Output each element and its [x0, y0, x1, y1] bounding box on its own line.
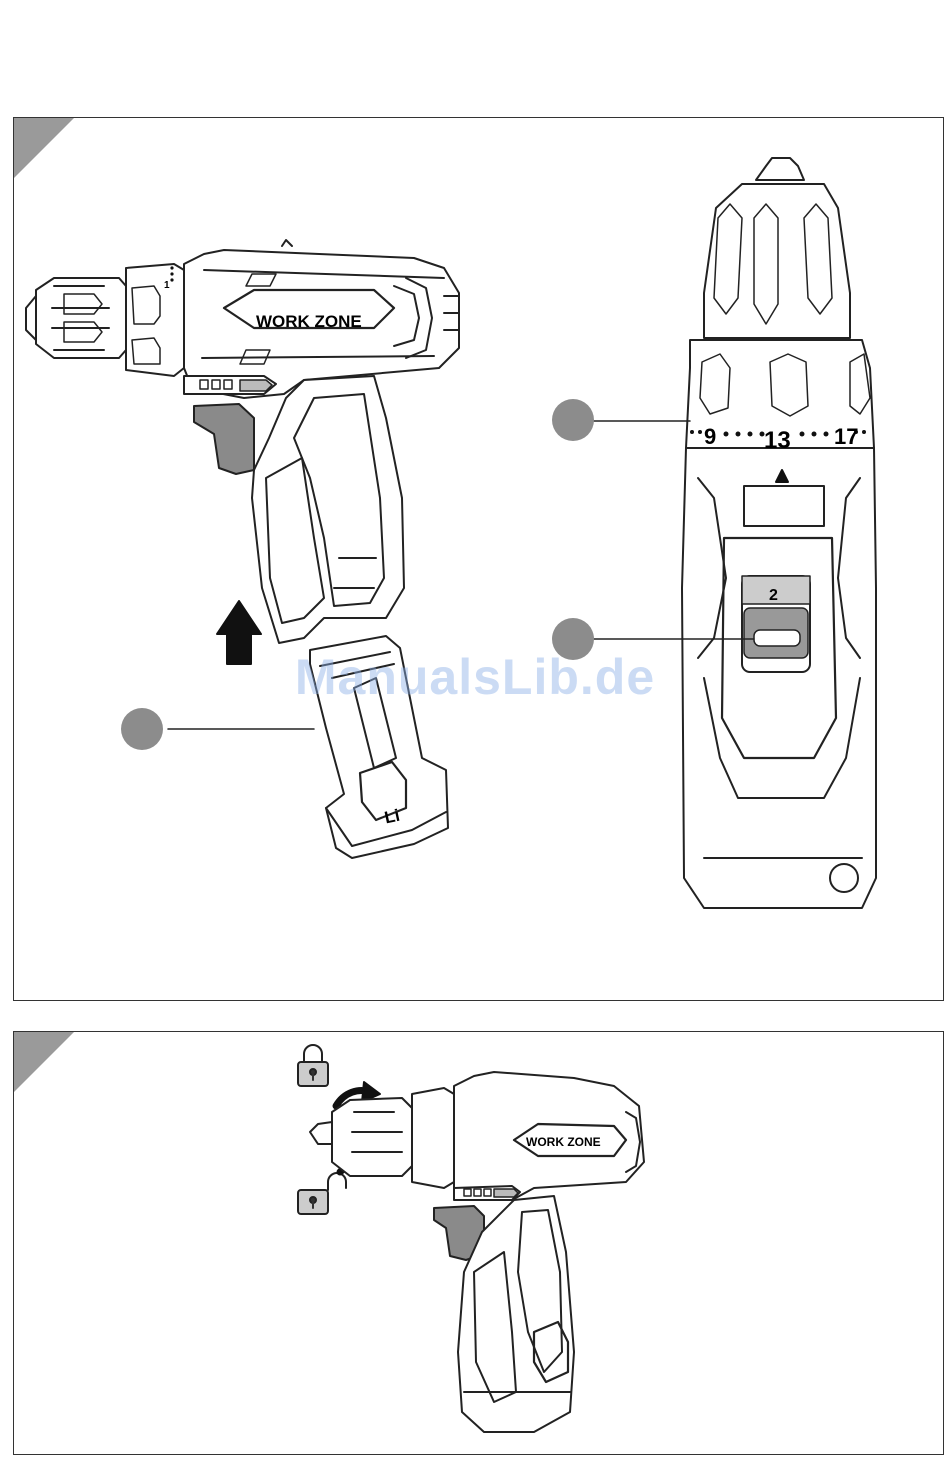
scale-number-9: 9	[704, 424, 716, 449]
callout-marker	[121, 708, 163, 750]
scale-number-17: 17	[834, 424, 858, 449]
figure-panel-top: WORK ZONE Li 9 13 17 2 1	[13, 117, 944, 1001]
gear-number: 2	[769, 587, 778, 604]
drill-chuck	[26, 278, 126, 358]
drill-side-view	[310, 1072, 644, 1432]
brand-label: WORK ZONE	[256, 312, 362, 331]
battery-pack	[310, 636, 448, 858]
lock-icon	[298, 1045, 328, 1086]
insert-arrow-icon	[217, 601, 261, 664]
battery-indicator	[184, 376, 276, 394]
drill-illustration-top: WORK ZONE Li 9 13 17 2 1	[14, 118, 944, 1001]
torque-collar	[126, 264, 184, 376]
callout-marker	[552, 399, 594, 441]
scale-number-13: 13	[764, 427, 791, 454]
figure-panel-bottom: WORK ZONE	[13, 1031, 944, 1455]
unlock-icon	[298, 1173, 346, 1214]
trigger	[194, 404, 254, 474]
brand-label: WORK ZONE	[526, 1135, 601, 1149]
drill-handle	[252, 376, 404, 643]
drill-top-view	[682, 158, 876, 908]
callout-marker	[552, 618, 594, 660]
drill-illustration-bottom: WORK ZONE	[14, 1032, 944, 1455]
side-scale-number: 1	[164, 280, 170, 291]
